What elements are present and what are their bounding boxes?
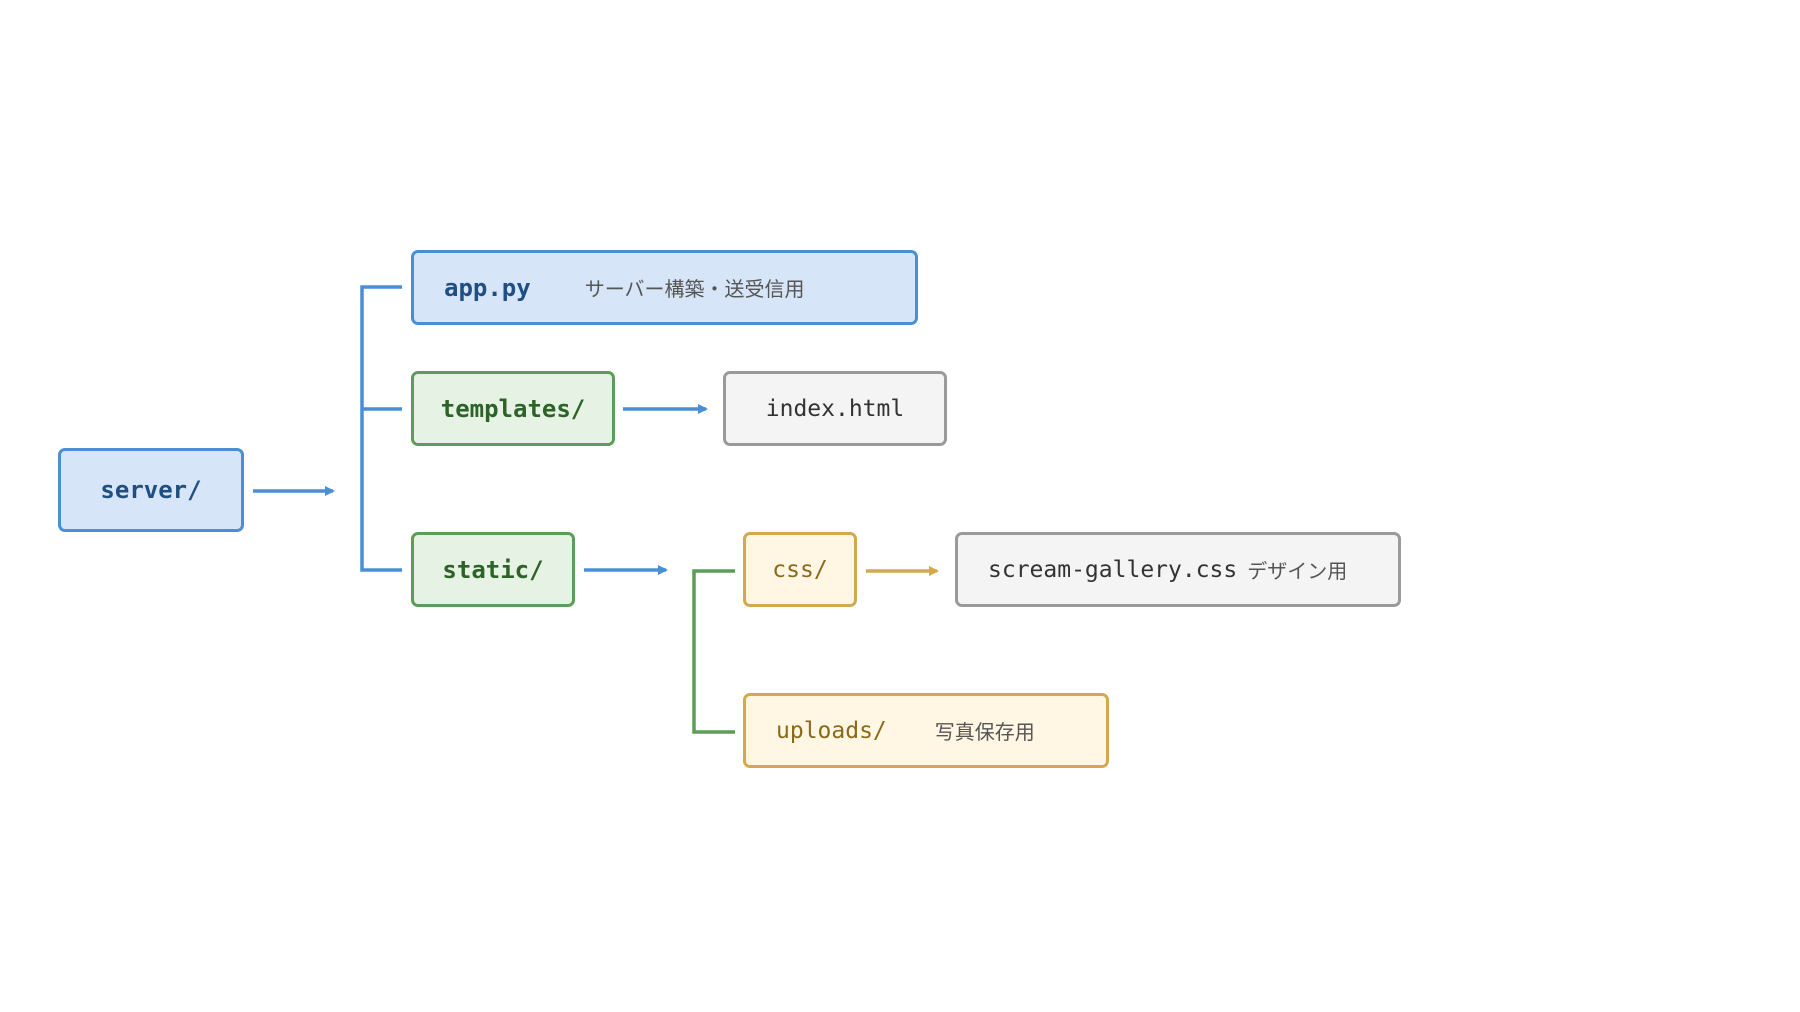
static-folder-label: static/ bbox=[442, 555, 544, 584]
css-file-node: scream-gallery.css デザイン用 bbox=[955, 532, 1401, 607]
css-file-note: デザイン用 bbox=[1247, 559, 1348, 583]
uploads-folder-node: uploads/ 写真保存用 bbox=[743, 693, 1109, 768]
index-file-node: index.html bbox=[723, 371, 947, 446]
templates-folder-node: templates/ bbox=[411, 371, 615, 446]
server-folder-node: server/ bbox=[58, 448, 244, 532]
css-folder-label: css/ bbox=[772, 556, 828, 583]
index-file-label: index.html bbox=[765, 395, 905, 422]
uploads-folder-label: uploads/ bbox=[776, 717, 887, 744]
app-file-note: サーバー構築・送受信用 bbox=[584, 277, 805, 301]
app-file-label: app.py bbox=[444, 273, 531, 302]
tree-bracket-static bbox=[692, 569, 735, 734]
templates-folder-label: templates/ bbox=[440, 394, 586, 423]
css-folder-node: css/ bbox=[743, 532, 857, 607]
static-folder-node: static/ bbox=[411, 532, 575, 607]
app-file-node: app.py サーバー構築・送受信用 bbox=[411, 250, 918, 325]
tree-bracket-server bbox=[360, 285, 402, 572]
css-file-label: scream-gallery.css bbox=[988, 556, 1238, 583]
server-folder-label: server/ bbox=[100, 476, 202, 504]
uploads-folder-note: 写真保存用 bbox=[934, 720, 1035, 744]
